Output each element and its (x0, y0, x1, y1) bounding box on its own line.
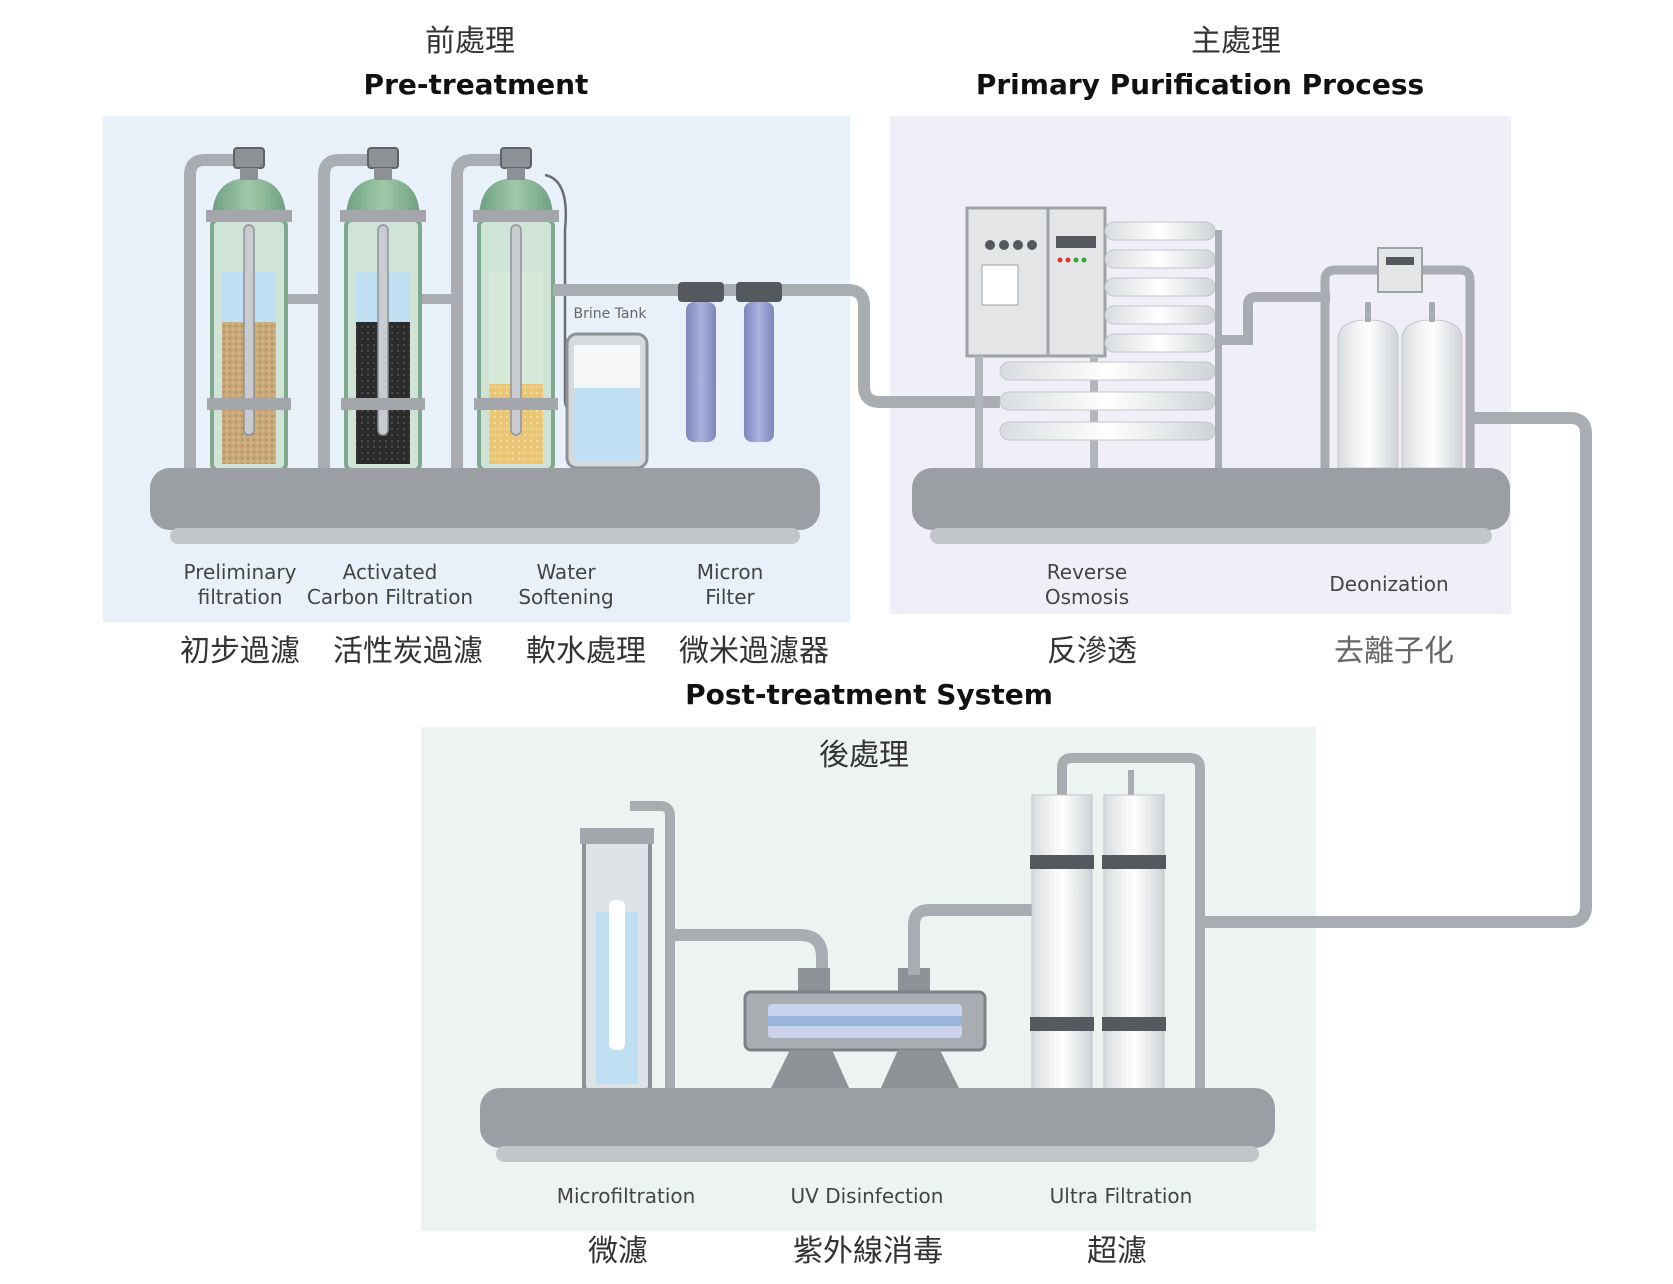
stage-label-zh: 軟水處理 (526, 634, 646, 669)
stage-label-zh: 紫外線消毒 (793, 1234, 943, 1269)
primary-title-zh: 主處理 (1191, 24, 1281, 59)
stage-label-en: Preliminary filtration (183, 560, 297, 609)
stage-label-en: Microfiltration (556, 1184, 696, 1208)
stage-label-zh: 超濾 (1087, 1234, 1147, 1269)
connecting-pipe (1195, 412, 1592, 928)
stage-label-en: Ultra Filtration (1049, 1184, 1193, 1208)
post-title-en: Post-treatment System (685, 678, 1053, 711)
pre-title-en: Pre-treatment (363, 68, 589, 101)
stage-label-en: Water Softening (518, 560, 614, 609)
stage-label-zh: 微濾 (588, 1234, 648, 1269)
stage-label-zh: 去離子化 (1334, 634, 1454, 669)
brine-tank-label: Brine Tank (573, 306, 647, 322)
pre-treatment-equipment (150, 147, 1000, 544)
primary-title-en: Primary Purification Process (975, 68, 1425, 101)
stage-label-en: Micron Filter (696, 560, 764, 609)
primary-equipment (912, 206, 1510, 544)
stage-label-en: Reverse Osmosis (1044, 560, 1130, 609)
stage-label-en: Activated Carbon Filtration (306, 560, 474, 609)
pre-title-zh: 前處理 (425, 24, 515, 59)
stage-label-en: Deonization (1329, 572, 1449, 596)
post-treatment-equipment (480, 753, 1275, 1162)
stage-label-en: UV Disinfection (790, 1184, 944, 1208)
stage-label-zh: 初步過濾 (180, 634, 300, 669)
stage-label-zh: 活性炭過濾 (333, 634, 483, 669)
stage-label-zh: 微米過濾器 (679, 634, 829, 669)
post-title-zh: 後處理 (819, 738, 909, 773)
stage-label-zh: 反滲透 (1047, 634, 1137, 669)
